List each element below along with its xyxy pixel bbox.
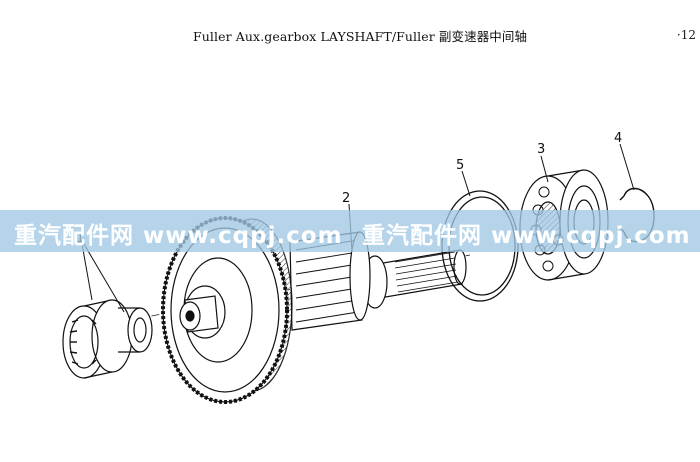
callout-4-label: 4 xyxy=(614,131,622,146)
roller-bearing-part-1 xyxy=(62,299,153,379)
watermark-text-2: 重汽配件网 www.cqpj.com xyxy=(362,223,691,249)
page-title: Fuller Aux.gearbox LAYSHAFT/Fuller 副变速器中… xyxy=(193,29,528,44)
callout-5-label: 5 xyxy=(456,158,464,173)
layshaft-gear-part-2 xyxy=(161,216,467,404)
callout-3-label: 3 xyxy=(537,142,545,157)
page-number: ·12 xyxy=(676,28,696,42)
callout-2-label: 2 xyxy=(342,191,350,206)
watermark-band: 重汽配件网 www.cqpj.com 重汽配件网 www.cqpj.com xyxy=(0,210,700,252)
watermark-text-1: 重汽配件网 www.cqpj.com xyxy=(14,223,343,249)
